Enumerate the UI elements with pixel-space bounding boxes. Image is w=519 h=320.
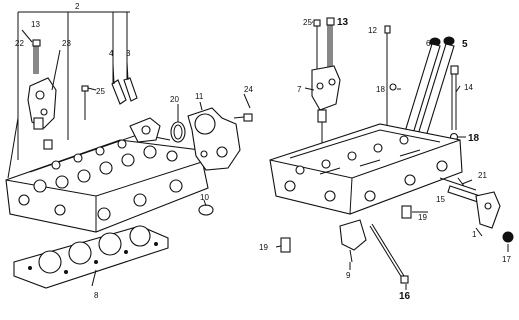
bracket-1 bbox=[475, 191, 501, 229]
bolt-25-right bbox=[313, 19, 321, 72]
pipe-15-21 bbox=[439, 177, 481, 203]
label-13: 13 bbox=[31, 20, 40, 29]
sleeves-3-4 bbox=[111, 61, 138, 105]
cylinder-head-right bbox=[269, 123, 463, 215]
label-22: 22 bbox=[15, 39, 24, 48]
label-17: 17 bbox=[502, 255, 511, 264]
label-20: 20 bbox=[170, 95, 179, 104]
label-8: 8 bbox=[94, 291, 99, 300]
bolt-22 bbox=[21, 29, 41, 74]
sleeve-19-left bbox=[280, 237, 291, 253]
label-9: 9 bbox=[346, 271, 351, 280]
label-1: 1 bbox=[472, 230, 477, 239]
label-23: 23 bbox=[62, 39, 71, 48]
label-21: 21 bbox=[478, 171, 487, 180]
label-25-right: 25 bbox=[303, 18, 312, 27]
bolt-16 bbox=[369, 223, 409, 284]
cap-17 bbox=[502, 231, 514, 243]
stud-14 bbox=[450, 65, 459, 130]
label-19-right: 19 bbox=[418, 213, 427, 222]
label-4: 4 bbox=[109, 49, 114, 58]
label-14: 14 bbox=[464, 83, 473, 92]
bolt-24 bbox=[233, 113, 253, 122]
label-3: 3 bbox=[126, 49, 131, 58]
label-15: 15 bbox=[436, 195, 445, 204]
label-16: 16 bbox=[399, 291, 411, 302]
label-5: 5 bbox=[462, 39, 468, 50]
bracket-23 bbox=[27, 49, 61, 150]
bolt-13-right bbox=[326, 17, 335, 70]
head-gasket-8 bbox=[13, 225, 169, 289]
label-7: 7 bbox=[297, 85, 302, 94]
thermostat-housing-11 bbox=[187, 107, 241, 171]
group-2-bracket bbox=[7, 11, 130, 179]
part-labels: 2 13 22 23 4 3 25 20 11 24 10 8 25 13 12… bbox=[15, 2, 511, 302]
bracket-9 bbox=[339, 219, 367, 263]
label-19-left: 19 bbox=[259, 243, 268, 252]
label-2: 2 bbox=[75, 2, 80, 11]
label-18-upper: 18 bbox=[376, 85, 385, 94]
label-6: 6 bbox=[426, 39, 431, 48]
ring-18-upper bbox=[389, 83, 397, 91]
cylinder-head-left bbox=[5, 117, 209, 233]
o-ring-20 bbox=[170, 121, 186, 143]
label-18-right: 18 bbox=[468, 133, 480, 144]
label-25-left: 25 bbox=[96, 87, 105, 96]
sleeve-19-right bbox=[401, 205, 412, 219]
bolt-25-left bbox=[81, 85, 97, 120]
label-11: 11 bbox=[195, 92, 204, 101]
label-24: 24 bbox=[244, 85, 253, 94]
label-10: 10 bbox=[200, 193, 209, 202]
leader-lines bbox=[177, 21, 509, 290]
label-12: 12 bbox=[368, 26, 377, 35]
label-13-right: 13 bbox=[337, 17, 349, 28]
gasket-10 bbox=[198, 199, 214, 216]
